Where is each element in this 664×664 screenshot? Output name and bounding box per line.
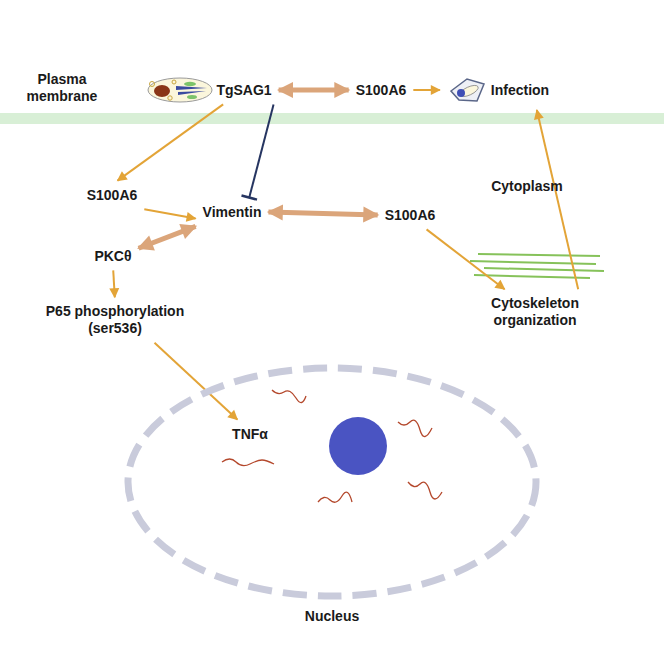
node-text: TgSAG1: [216, 82, 271, 99]
node-text: Vimentin: [203, 204, 262, 221]
pathway-node: TgSAG1: [213, 80, 274, 101]
arrow-connector: [268, 212, 377, 215]
arrow-connector: [118, 104, 224, 180]
arrow-connector: [144, 209, 195, 218]
infected-cell-icon: [447, 76, 487, 104]
nucleus-outline: [122, 362, 542, 602]
node-text: Infection: [491, 82, 549, 99]
node-text: PKCθ: [94, 248, 131, 265]
arrow-connector: [427, 229, 505, 289]
arrow-connector: [279, 87, 349, 92]
node-text: S100A6: [385, 207, 436, 224]
pathway-node: Vimentin: [200, 202, 265, 223]
arrow-connector: [413, 89, 440, 91]
pathway-node: S100A6: [84, 185, 141, 206]
pathway-node: S100A6: [382, 205, 439, 226]
pathway-node: Cytoskeleton organization: [472, 293, 598, 331]
nucleus-label: Nucleus: [122, 608, 542, 625]
region-label: Plasma membrane: [17, 71, 107, 105]
node-text: S100A6: [87, 187, 138, 204]
arrow-connector: [537, 110, 578, 289]
plasma-membrane-band: [0, 113, 664, 124]
nucleus-ellipse: NucleusTNFα: [122, 362, 542, 602]
arrow-connector: [155, 343, 238, 420]
pathway-node: P65 phosphorylation (ser536): [27, 301, 203, 339]
inhibition-connector: [249, 104, 273, 197]
pathway-node: TNFα: [229, 424, 271, 445]
arrow-connector: [113, 270, 115, 297]
pathway-node: PKCθ: [91, 246, 134, 267]
pathway-node: S100A6: [353, 80, 410, 101]
node-text: S100A6: [356, 82, 407, 99]
arrow-connector: [139, 226, 196, 248]
node-text: TNFα: [232, 426, 268, 443]
cytoskeleton-filaments: [470, 254, 604, 278]
parasite-illustration: [148, 78, 212, 102]
region-label: Cytoplasm: [491, 178, 563, 195]
node-text: P65 phosphorylation (ser536): [30, 303, 200, 337]
pathway-node: Infection: [444, 74, 552, 106]
node-text: Cytoskeleton organization: [475, 295, 595, 329]
